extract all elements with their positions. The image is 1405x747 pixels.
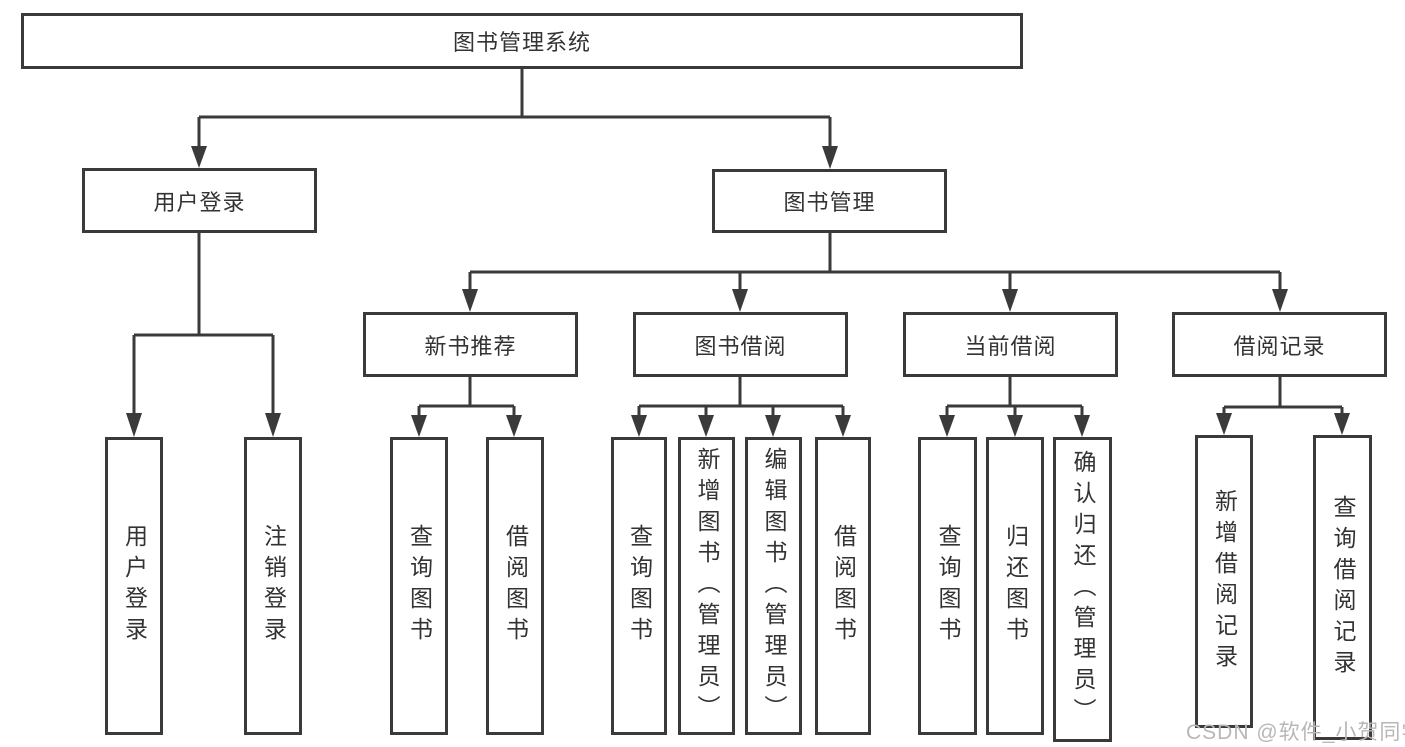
node-label: 图书管理系统: [452, 30, 591, 55]
leaf-user-login: 用户登录: [105, 437, 163, 735]
node-label: 注销登录: [260, 524, 287, 648]
node-label: 查询图书: [406, 524, 433, 648]
node-label: 查询图书: [935, 524, 961, 648]
node-label: 查询借阅记录: [1330, 494, 1356, 681]
leaf-bb-edit-books-admin: 编辑图书（管理员）: [745, 437, 802, 735]
node-label: 新增借阅记录: [1211, 488, 1238, 675]
node-label: 归还图书: [1002, 524, 1029, 648]
node-label: 确认归还（管理员）: [1070, 450, 1096, 729]
leaf-cb-confirm-return-admin: 确认归还（管理员）: [1053, 437, 1112, 742]
node-new-book-recommendation: 新书推荐: [363, 312, 578, 377]
node-label: 编辑图书（管理员）: [761, 446, 787, 726]
node-label: 查询图书: [626, 524, 653, 648]
node-label: 用户登录: [121, 524, 148, 648]
node-borrowing-records: 借阅记录: [1172, 312, 1387, 377]
leaf-nbr-query-books: 查询图书: [390, 437, 448, 735]
leaf-nbr-borrow-books: 借阅图书: [486, 437, 544, 735]
leaf-br-add-borrow-record: 新增借阅记录: [1195, 435, 1253, 728]
leaf-br-query-borrow-record: 查询借阅记录: [1313, 435, 1372, 740]
leaf-bb-borrow-books: 借阅图书: [815, 437, 871, 735]
node-label: 借阅图书: [502, 524, 529, 648]
node-label: 新书推荐: [424, 333, 517, 359]
node-book-borrowing: 图书借阅: [633, 312, 848, 377]
csdn-watermark: CSDN @软件_小贺同学: [1186, 721, 1405, 744]
node-label: 用户登录: [153, 189, 246, 215]
leaf-logout: 注销登录: [244, 437, 302, 735]
node-label: 新增图书（管理员）: [694, 446, 720, 726]
node-label: 图书借阅: [694, 333, 787, 359]
leaf-cb-return-books: 归还图书: [986, 437, 1044, 735]
node-book-management: 图书管理: [712, 169, 947, 233]
node-label: 借阅图书: [830, 524, 857, 648]
leaf-bb-add-books-admin: 新增图书（管理员）: [678, 437, 735, 735]
node-label: 图书管理: [783, 190, 876, 215]
leaf-bb-query-books: 查询图书: [611, 437, 667, 735]
node-current-borrowing: 当前借阅: [903, 312, 1118, 377]
leaf-cb-query-books: 查询图书: [918, 437, 977, 735]
node-library-management-system: 图书管理系统: [21, 13, 1023, 69]
node-label: 借阅记录: [1233, 333, 1326, 359]
node-user-login: 用户登录: [82, 168, 317, 233]
node-label: 当前借阅: [964, 333, 1057, 359]
